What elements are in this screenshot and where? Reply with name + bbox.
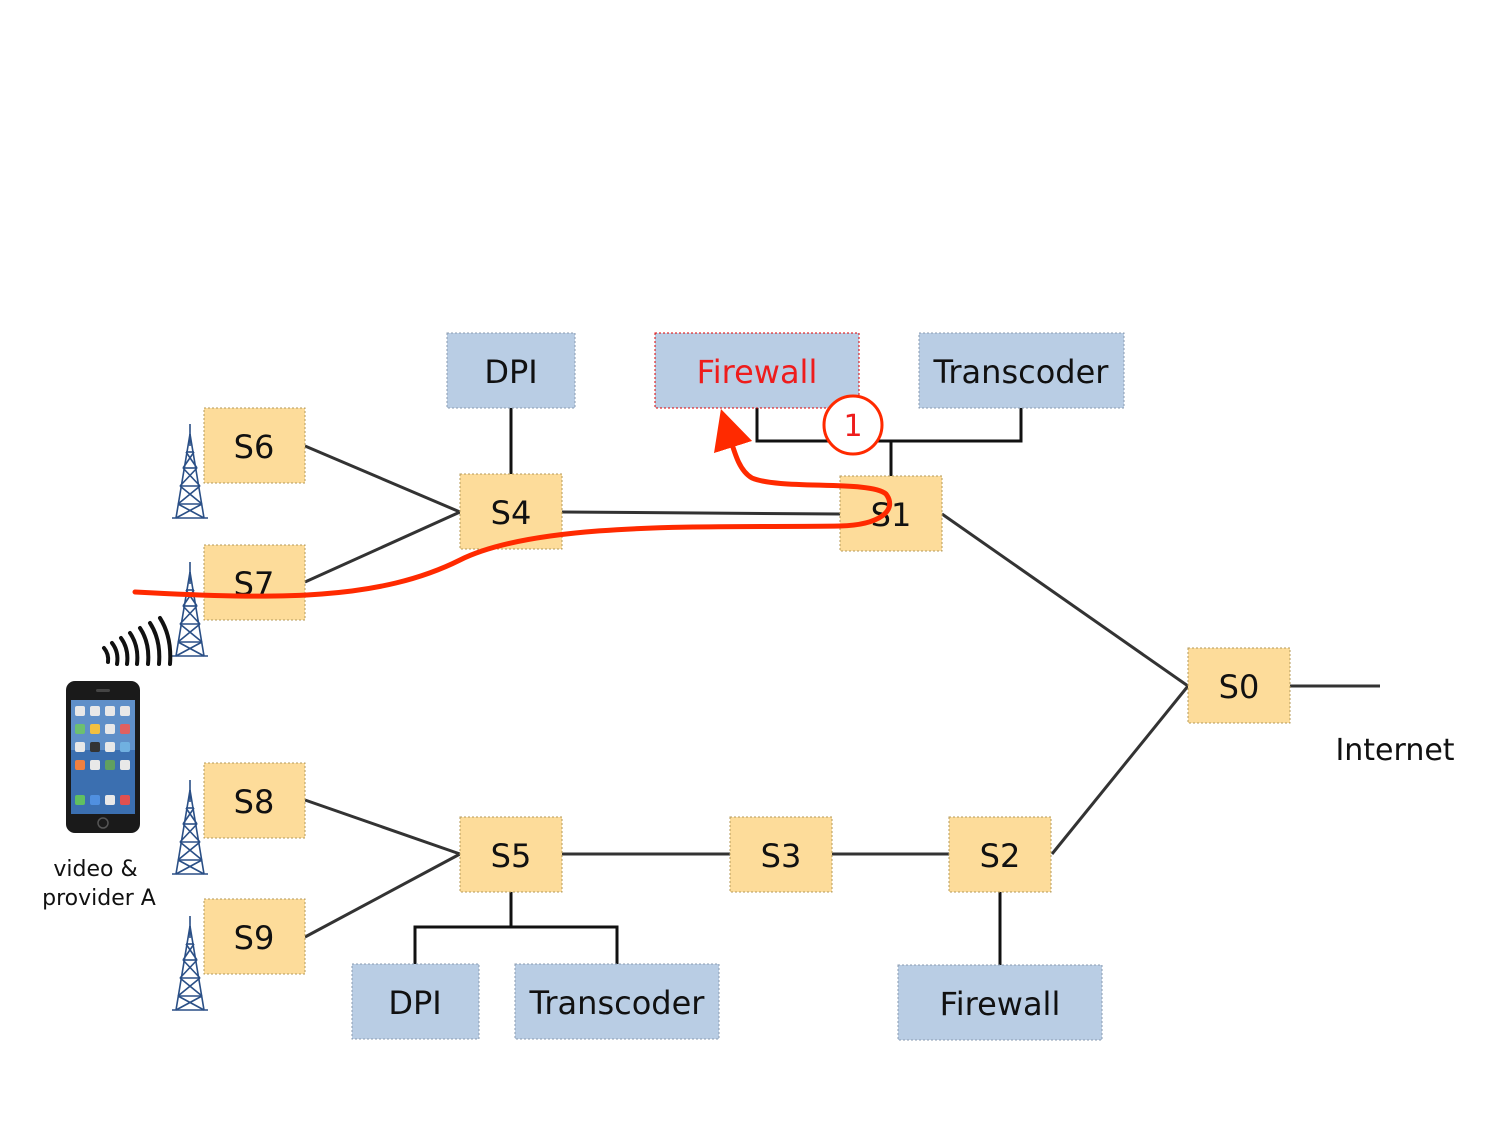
cell-tower-icon <box>171 915 209 1011</box>
switch-label: S0 <box>1219 668 1260 706</box>
switch-s9[interactable]: S9 <box>203 898 306 975</box>
switch-label: S8 <box>234 783 275 821</box>
switch-s6[interactable]: S6 <box>203 407 306 484</box>
switch-s3[interactable]: S3 <box>729 816 833 893</box>
middlebox-label: Firewall <box>697 353 818 391</box>
middlebox-dpi-bottom[interactable]: DPI <box>351 963 480 1040</box>
switch-s4[interactable]: S4 <box>459 473 563 550</box>
internet-label: Internet <box>1335 733 1454 768</box>
middlebox-attachments <box>413 408 1023 965</box>
link-s8-s5 <box>304 798 461 856</box>
cell-tower-icon <box>171 561 209 657</box>
middlebox-label: DPI <box>484 353 537 391</box>
phone-icon <box>66 681 140 833</box>
link-s7-s4 <box>304 510 461 584</box>
links <box>304 444 1380 939</box>
middlebox-dpi-top[interactable]: DPI <box>446 332 576 409</box>
device-label-line-1: video & <box>53 857 137 882</box>
step-number: 1 <box>843 409 862 444</box>
wireless-signal-icon <box>102 616 173 666</box>
switch-label: S2 <box>980 837 1021 875</box>
link-s4-s1 <box>561 510 841 516</box>
middlebox-transcoder-bottom[interactable]: Transcoder <box>514 963 720 1040</box>
middlebox-firewall-top[interactable]: Firewall <box>654 332 860 409</box>
switch-s0[interactable]: S0 <box>1187 647 1291 724</box>
switch-s7[interactable]: S7 <box>203 544 306 621</box>
switch-label: S5 <box>491 837 532 875</box>
switch-label: S6 <box>234 428 275 466</box>
switch-s5[interactable]: S5 <box>459 816 563 893</box>
switch-label: S3 <box>761 837 802 875</box>
cell-tower-icon <box>171 779 209 875</box>
device-label-line-2: provider A <box>42 886 156 911</box>
link-s9-s5 <box>304 852 461 939</box>
link-s1-s0 <box>941 512 1189 688</box>
link-s2-s0 <box>1050 685 1190 855</box>
middlebox-transcoder-top[interactable]: Transcoder <box>918 332 1125 409</box>
middlebox-label: Transcoder <box>933 353 1110 391</box>
switch-label: S4 <box>491 494 532 532</box>
switch-s8[interactable]: S8 <box>203 762 306 839</box>
middlebox-label: DPI <box>388 984 441 1022</box>
cell-tower-icon <box>171 423 209 519</box>
switch-s2[interactable]: S2 <box>948 816 1052 893</box>
switch-label: S9 <box>234 919 275 957</box>
device-label: video & provider A <box>42 857 156 911</box>
traffic-path <box>132 408 893 599</box>
middlebox-label: Transcoder <box>529 984 706 1022</box>
step-marker: 1 <box>822 394 884 456</box>
middlebox-label: Firewall <box>940 985 1061 1023</box>
link-s6-s4 <box>304 444 461 514</box>
middlebox-firewall-bottom[interactable]: Firewall <box>897 964 1103 1041</box>
